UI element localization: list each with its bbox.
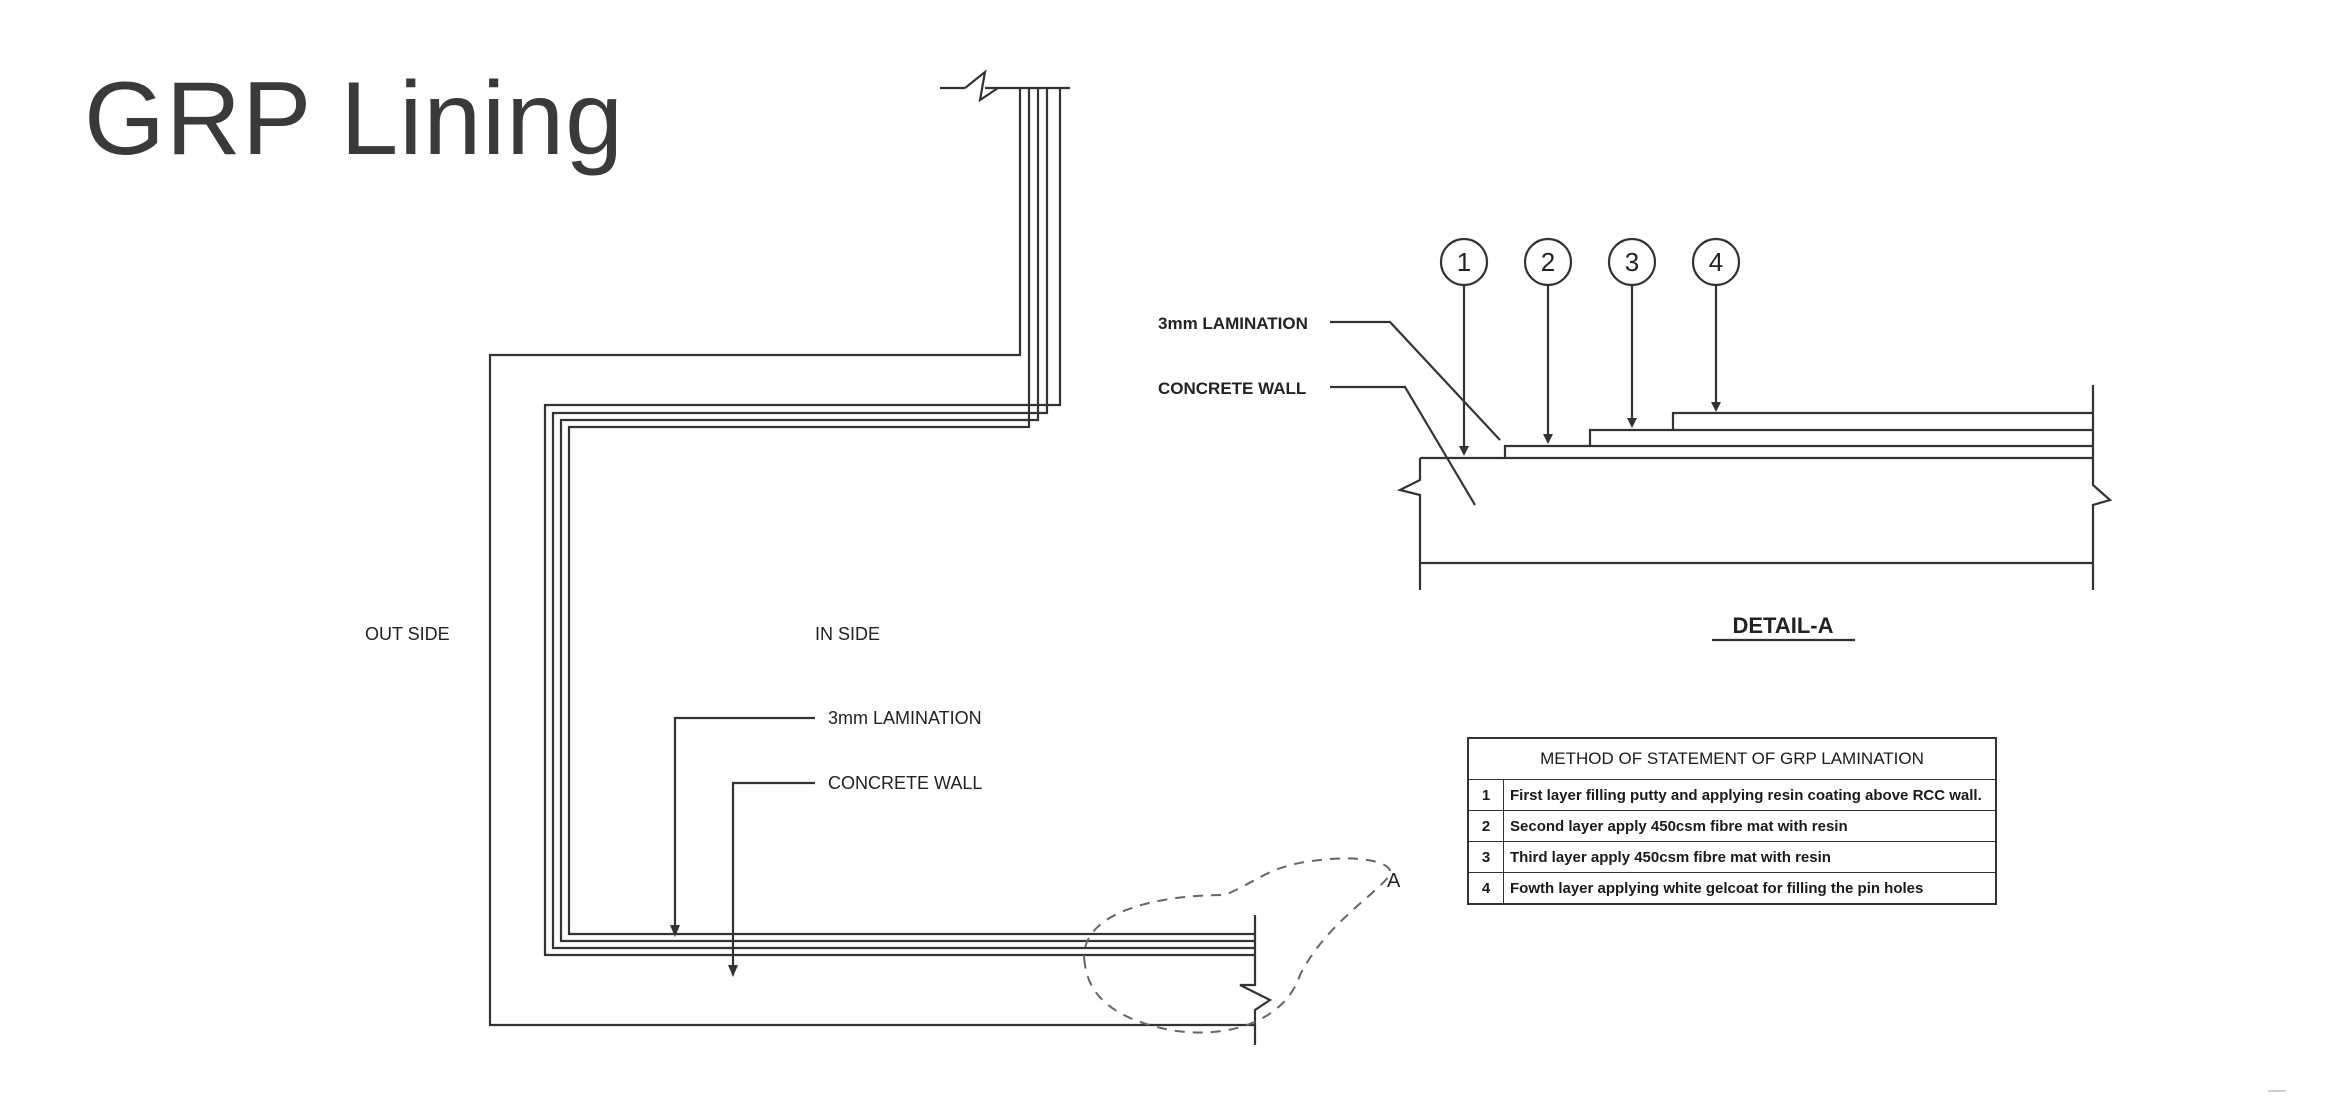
detail-callout-circle-1 xyxy=(1439,237,1489,287)
detail-concrete-leader xyxy=(1330,385,1476,506)
arrow-concrete xyxy=(728,965,738,977)
method-statement-table: METHOD OF STATEMENT OF GRP LAMINATION 1 … xyxy=(1467,737,1997,905)
top-break-symbol xyxy=(964,69,999,103)
inside-label: IN SIDE xyxy=(815,624,880,644)
row-text: Fowth layer applying white gelcoat for f… xyxy=(1503,872,1997,905)
table-row: 1 First layer filling putty and applying… xyxy=(1467,779,1997,811)
concrete-label: CONCRETE WALL xyxy=(828,773,982,793)
method-table-heading: METHOD OF STATEMENT OF GRP LAMINATION xyxy=(1467,737,1997,780)
page-title: GRP Lining xyxy=(84,61,624,177)
inner-wall-face xyxy=(543,88,1255,957)
detail-concrete-label: CONCRETE WALL xyxy=(1158,379,1306,398)
table-row: 4 Fowth layer applying white gelcoat for… xyxy=(1467,872,1997,905)
row-number: 3 xyxy=(1467,841,1504,873)
row-text: First layer filling putty and applying r… xyxy=(1503,779,1997,811)
detail-layer-1 xyxy=(1503,444,2093,458)
detail-callout-1: 1 xyxy=(1457,247,1471,277)
lamination-layer-1 xyxy=(551,88,1255,950)
detail-callout-2: 2 xyxy=(1541,247,1555,277)
row-text: Third layer apply 450csm fibre mat with … xyxy=(1503,841,1997,873)
detail-arrow-3 xyxy=(1627,418,1637,428)
detail-lamination-label: 3mm LAMINATION xyxy=(1158,314,1308,333)
lamination-layer-3 xyxy=(567,88,1255,936)
detail-marker: A xyxy=(1387,870,1401,892)
detail-arrow-1 xyxy=(1459,446,1469,456)
detail-arrow-4 xyxy=(1711,402,1721,412)
detail-callout-circle-3 xyxy=(1607,237,1657,287)
row-number: 2 xyxy=(1467,810,1504,842)
detail-callout-3: 3 xyxy=(1625,247,1639,277)
detail-right-edge xyxy=(2091,385,2113,590)
detail-callout-circle-2 xyxy=(1523,237,1573,287)
outside-label: OUT SIDE xyxy=(365,624,450,644)
arrow-lamination xyxy=(670,925,680,937)
detail-layer-3 xyxy=(1671,411,2093,430)
table-row: 3 Third layer apply 450csm fibre mat wit… xyxy=(1467,841,1997,873)
detail-arrow-2 xyxy=(1543,434,1553,444)
detail-callout-4: 4 xyxy=(1709,247,1723,277)
detail-callout-circle-4 xyxy=(1691,237,1741,287)
row-text: Second layer apply 450csm fibre mat with… xyxy=(1503,810,1997,842)
concrete-leader xyxy=(731,781,815,975)
outer-wall-outline xyxy=(488,86,1255,1027)
detail-lamination-leader xyxy=(1330,320,1501,441)
detail-layer-2 xyxy=(1588,428,2093,446)
lamination-leader xyxy=(673,716,815,935)
row-number: 1 xyxy=(1467,779,1504,811)
detail-bubble xyxy=(1083,857,1392,1034)
row-number: 4 xyxy=(1467,872,1504,905)
slide-corner-mark xyxy=(2268,1090,2286,1092)
table-row: 2 Second layer apply 450csm fibre mat wi… xyxy=(1467,810,1997,842)
lamination-layer-2 xyxy=(559,88,1255,943)
bottom-right-break xyxy=(1239,915,1273,1045)
detail-caption: DETAIL-A xyxy=(1732,613,1833,638)
lamination-label: 3mm LAMINATION xyxy=(828,708,982,728)
detail-left-edge xyxy=(1396,458,1422,590)
